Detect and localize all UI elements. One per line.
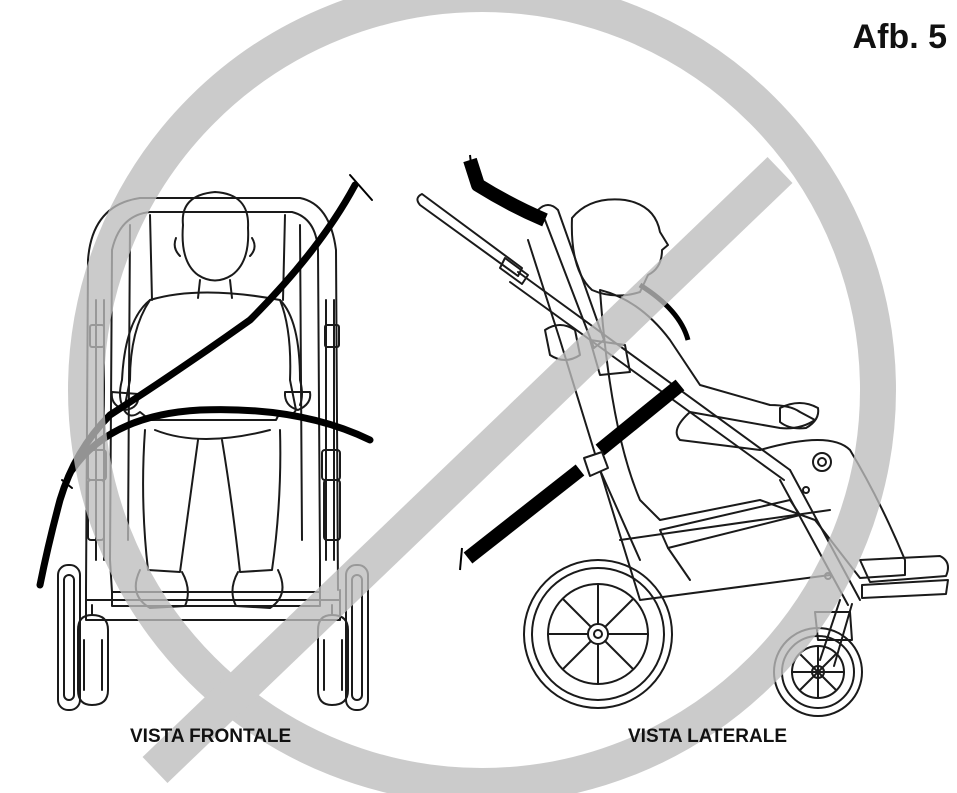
- side-push-handle: [416, 193, 523, 277]
- front-child-legs: [142, 429, 282, 573]
- front-view-caption: VISTA FRONTALE: [130, 726, 292, 747]
- figure-number-label: Afb. 5: [852, 18, 947, 56]
- front-child-head: [181, 191, 250, 282]
- side-rear-wheel: [523, 559, 673, 709]
- side-view-caption: VISTA LATERALE: [628, 726, 788, 747]
- prohibition-ring: [68, 0, 896, 793]
- prohibition-sign: [68, 0, 896, 793]
- front-backrest-frame: [87, 197, 339, 591]
- side-child-body: [599, 289, 906, 579]
- front-child-torso: [123, 291, 297, 421]
- prohibition-slash: [142, 157, 793, 783]
